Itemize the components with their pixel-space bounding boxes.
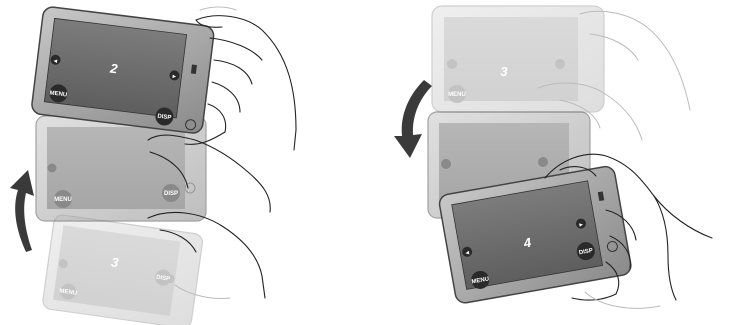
right-chevron-icon (538, 157, 548, 167)
left-chevron-icon (447, 59, 457, 69)
right-chevron-icon (555, 59, 565, 69)
disp-label: DISP (164, 191, 178, 197)
curved-up-arrow-icon (10, 170, 34, 252)
image-number: 3 (500, 64, 508, 79)
menu-label: MENU (448, 92, 466, 98)
left-top-camera: ◂ ▸ MENU DISP 2 (31, 6, 215, 134)
curved-down-arrow-icon (394, 80, 432, 158)
left-bottom-camera: MENU DISP 3 (42, 214, 204, 325)
right-top-camera: MENU 3 (432, 6, 604, 112)
left-chevron-icon (441, 159, 451, 169)
left-chevron-icon (48, 164, 57, 173)
menu-label: MENU (54, 197, 72, 203)
